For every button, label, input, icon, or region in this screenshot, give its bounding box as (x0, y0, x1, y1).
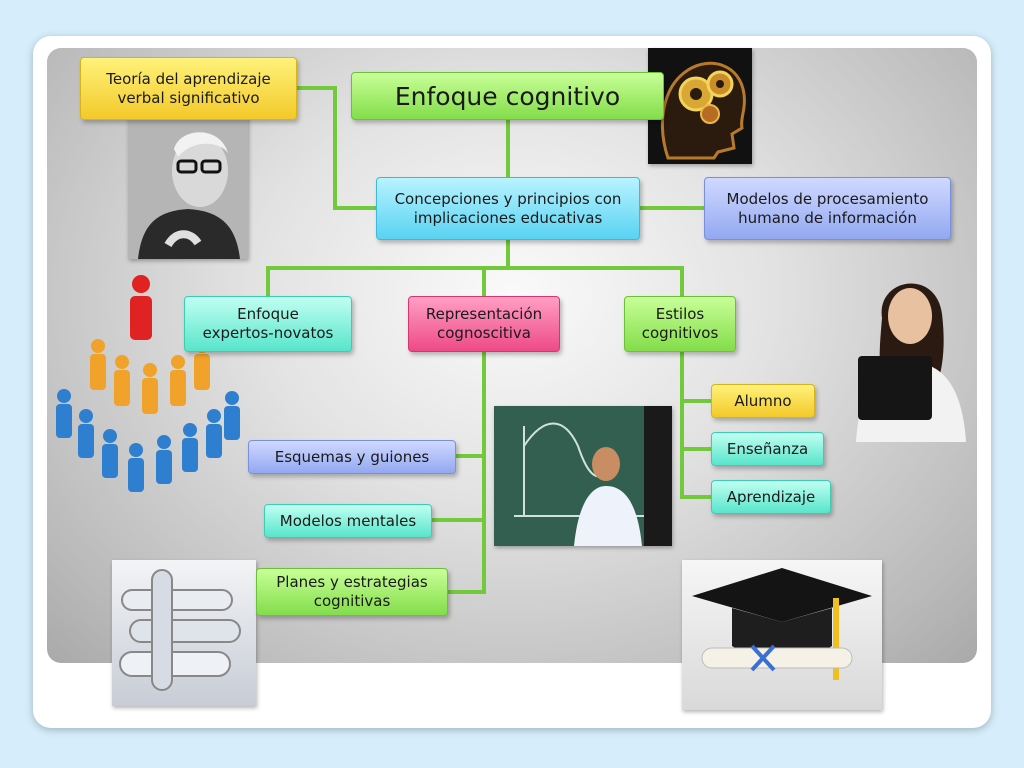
node-modelos-procesamiento: Modelos de procesamiento humano de infor… (704, 177, 951, 240)
people-pyramid-image (48, 274, 244, 504)
old-man-portrait-image (128, 113, 248, 259)
node-expertos-novatos: Enfoque expertos-novatos (184, 296, 352, 352)
edge-teoria-concepciones (297, 86, 376, 210)
edge-to-expertos (266, 240, 510, 296)
student-woman-image (846, 258, 972, 442)
edge-estilos-aprendizaje (680, 352, 711, 499)
node-planes: Planes y estrategias cognitivas (256, 568, 448, 616)
node-ensenanza: Enseñanza (711, 432, 824, 466)
node-esquemas: Esquemas y guiones (248, 440, 456, 474)
node-aprendizaje: Aprendizaje (711, 480, 831, 514)
edge-representacion-planes (448, 352, 486, 594)
graduation-cap-image (682, 560, 882, 710)
node-estilos: Estilos cognitivos (624, 296, 736, 352)
node-teoria: Teoría del aprendizaje verbal significat… (80, 57, 297, 120)
diagram-title: Enfoque cognitivo (351, 72, 664, 120)
head-gears-image (648, 48, 752, 164)
node-representacion: Representación cognoscitiva (408, 296, 560, 352)
edge-to-estilos (508, 266, 684, 296)
node-alumno: Alumno (711, 384, 815, 418)
rolled-papers-image (112, 560, 256, 706)
node-concepciones: Concepciones y principios con implicacio… (376, 177, 640, 240)
node-modelos-mentales: Modelos mentales (264, 504, 432, 538)
teacher-chalkboard-image (494, 406, 672, 546)
